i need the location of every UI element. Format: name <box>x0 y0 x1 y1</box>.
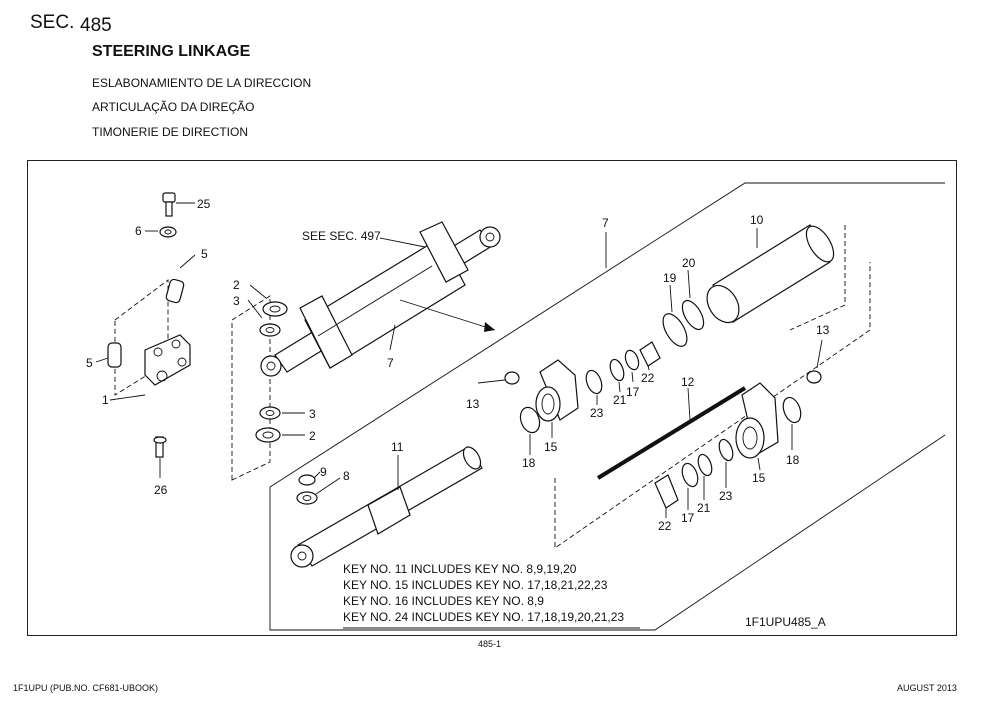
note-key-24: KEY NO. 24 INCLUDES KEY NO. 17,18,19,20,… <box>343 610 624 624</box>
callout-13-left: 13 <box>466 397 480 411</box>
bushing-part-lower <box>259 406 281 420</box>
footer-publication: 1F1UPU (PUB.NO. CF681-UBOOK) <box>13 683 159 693</box>
title-portuguese: ARTICULAÇÃO DA DIREÇÃO <box>92 100 255 114</box>
stud-part <box>153 436 167 458</box>
seal-part-lower <box>255 427 281 443</box>
callout-10: 10 <box>750 213 764 227</box>
callout-1: 1 <box>102 393 109 407</box>
callout-23-lower: 23 <box>719 489 733 503</box>
callout-15-right: 15 <box>752 471 766 485</box>
callout-22-upper: 22 <box>641 371 655 385</box>
callout-2-lower: 2 <box>309 429 316 443</box>
gland-part <box>535 359 579 422</box>
nut-part-right <box>806 370 822 384</box>
note-key-11: KEY NO. 11 INCLUDES KEY NO. 8,9,19,20 <box>343 562 577 576</box>
callout-17-upper: 17 <box>626 385 640 399</box>
bolt-part <box>162 192 176 217</box>
piston-rod-part <box>290 446 483 568</box>
seal-part <box>262 301 288 317</box>
note-key-15: KEY NO. 15 INCLUDES KEY NO. 17,18,21,22,… <box>343 578 608 592</box>
title-french: TIMONERIE DE DIRECTION <box>92 125 249 139</box>
nut-part <box>504 371 520 385</box>
o-ring-part <box>662 313 688 347</box>
page-reference: 485-1 <box>478 639 502 649</box>
tie-rod-part <box>596 386 747 480</box>
callout-22-lower: 22 <box>658 519 672 533</box>
dashed-bracket-rod <box>554 262 871 549</box>
wiper-seal-part <box>519 406 541 434</box>
callout-26: 26 <box>154 483 168 497</box>
backup-ring-part <box>681 299 705 331</box>
callout-21-lower: 21 <box>697 501 711 515</box>
callout-18-left: 18 <box>522 456 536 470</box>
pin-part <box>107 278 185 368</box>
dashed-bracket-tube <box>789 225 846 331</box>
seal-ring-part <box>585 369 603 395</box>
callout-3-upper: 3 <box>233 294 240 308</box>
note-key-16: KEY NO. 16 INCLUDES KEY NO. 8,9 <box>343 594 544 608</box>
section-label: SEC. <box>30 12 75 33</box>
callout-7-left: 7 <box>387 356 394 370</box>
bushing-part <box>259 323 281 337</box>
section-number: 485 <box>80 15 112 36</box>
dashed-bracket-seals <box>231 295 271 481</box>
callout-12: 12 <box>681 375 695 389</box>
page-title: STEERING LINKAGE <box>92 43 251 60</box>
callout-3-lower: 3 <box>309 407 316 421</box>
callout-15-left: 15 <box>544 440 558 454</box>
callout-11: 11 <box>391 440 404 454</box>
cylinder-tube-part <box>706 224 835 324</box>
callout-2-upper: 2 <box>233 278 240 292</box>
callout-17-lower: 17 <box>681 511 695 525</box>
callout-5-upper: 5 <box>201 247 208 261</box>
panel-outline-top <box>269 182 945 488</box>
callout-5-lower: 5 <box>86 356 93 370</box>
panel-outline-bottom <box>269 434 946 631</box>
figure-id: 1F1UPU485_A <box>745 615 826 629</box>
callout-8: 8 <box>343 469 350 483</box>
washer-part <box>159 226 177 238</box>
gland-part-right <box>735 382 779 459</box>
callout-7-right: 7 <box>602 216 609 230</box>
see-section-note: SEE SEC. 497 <box>302 229 381 243</box>
oring-small-part <box>298 474 316 486</box>
callout-20: 20 <box>682 256 696 270</box>
wiper-small-part <box>296 491 318 505</box>
callout-25: 25 <box>197 197 211 211</box>
bracket-part <box>144 334 191 386</box>
callout-18-right: 18 <box>786 453 800 467</box>
title-spanish: ESLABONAMIENTO DE LA DIRECCION <box>92 76 312 90</box>
callout-6: 6 <box>135 224 142 238</box>
diagram-frame <box>27 160 957 636</box>
cylinder-assembly <box>260 221 501 377</box>
callout-19: 19 <box>663 271 677 285</box>
callout-23-upper: 23 <box>590 406 604 420</box>
callout-9: 9 <box>320 465 327 479</box>
callout-13-right: 13 <box>816 323 830 337</box>
callout-21-upper: 21 <box>613 393 627 407</box>
footer-date: AUGUST 2013 <box>897 683 957 693</box>
